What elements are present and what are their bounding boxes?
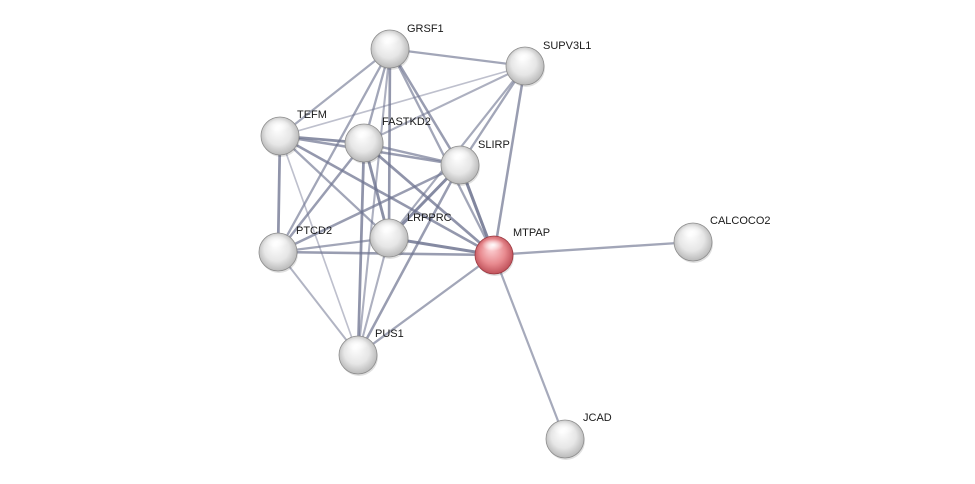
sphere-highlight [482, 239, 504, 251]
sphere-highlight [681, 226, 703, 238]
node-ptcd2[interactable]: PTCD2 [258, 225, 332, 273]
node-label-calcoco2: CALCOCO2 [710, 215, 771, 227]
edge-fastkd2-ptcd2 [276, 141, 366, 254]
edge-grsf1-slirp [388, 47, 462, 167]
sphere-highlight [377, 222, 399, 234]
node-label-mtpap: MTPAP [513, 227, 550, 239]
edge-ptcd2-pus1 [277, 251, 359, 356]
edge-grsf1-pus1 [356, 47, 392, 357]
edge-grsf1-lrpprc [387, 47, 392, 240]
edge-supv3l1-fastkd2 [362, 64, 527, 145]
node-label-lrpprc: LRPPRC [407, 212, 452, 224]
sphere-highlight [352, 127, 374, 139]
sphere-highlight [513, 50, 535, 62]
edge-tefm-pus1 [279, 135, 359, 356]
edge-mtpap-pus1 [356, 253, 496, 357]
node-slirp[interactable]: SLIRP [440, 139, 510, 186]
node-label-fastkd2: FASTKD2 [382, 116, 431, 128]
edge-tefm-lrpprc [278, 134, 391, 240]
node-grsf1[interactable]: GRSF1 [370, 23, 444, 70]
node-label-jcad: JCAD [583, 412, 612, 424]
sphere-highlight [268, 120, 290, 132]
node-supv3l1[interactable]: SUPV3L1 [505, 40, 591, 87]
sphere-highlight [553, 423, 575, 435]
edge-mtpap-jcad [492, 253, 567, 441]
node-fastkd2[interactable]: FASTKD2 [344, 116, 431, 164]
sphere-highlight [266, 236, 288, 248]
node-mtpap[interactable]: MTPAP [474, 227, 550, 276]
node-calcoco2[interactable]: CALCOCO2 [673, 215, 771, 263]
edge-mtpap-calcoco2 [492, 240, 695, 257]
edge-grsf1-tefm [278, 47, 392, 138]
edge-grsf1-mtpap [388, 47, 496, 257]
node-label-ptcd2: PTCD2 [296, 225, 332, 237]
edge-slirp-pus1 [356, 163, 462, 357]
edge-supv3l1-mtpap [492, 64, 527, 257]
edge-grsf1-ptcd2 [276, 47, 392, 254]
node-label-slirp: SLIRP [478, 139, 510, 151]
sphere-highlight [346, 339, 368, 351]
edge-grsf1-supv3l1 [388, 47, 527, 68]
node-jcad[interactable]: JCAD [545, 412, 612, 460]
node-tefm[interactable]: TEFM [260, 109, 327, 157]
node-pus1[interactable]: PUS1 [338, 328, 404, 376]
node-label-pus1: PUS1 [375, 328, 404, 340]
edge-supv3l1-tefm [279, 65, 526, 137]
edge-lrpprc-pus1 [356, 236, 391, 357]
edge-tefm-mtpap [278, 134, 496, 257]
sphere-highlight [378, 33, 400, 45]
edge-fastkd2-pus1 [356, 141, 366, 357]
node-label-supv3l1: SUPV3L1 [543, 40, 591, 52]
node-label-grsf1: GRSF1 [407, 23, 444, 35]
edge-slirp-ptcd2 [276, 163, 462, 254]
sphere-highlight [448, 149, 470, 161]
edge-supv3l1-slirp [458, 64, 527, 167]
node-label-tefm: TEFM [297, 109, 327, 121]
node-lrpprc[interactable]: LRPPRC [369, 212, 452, 259]
